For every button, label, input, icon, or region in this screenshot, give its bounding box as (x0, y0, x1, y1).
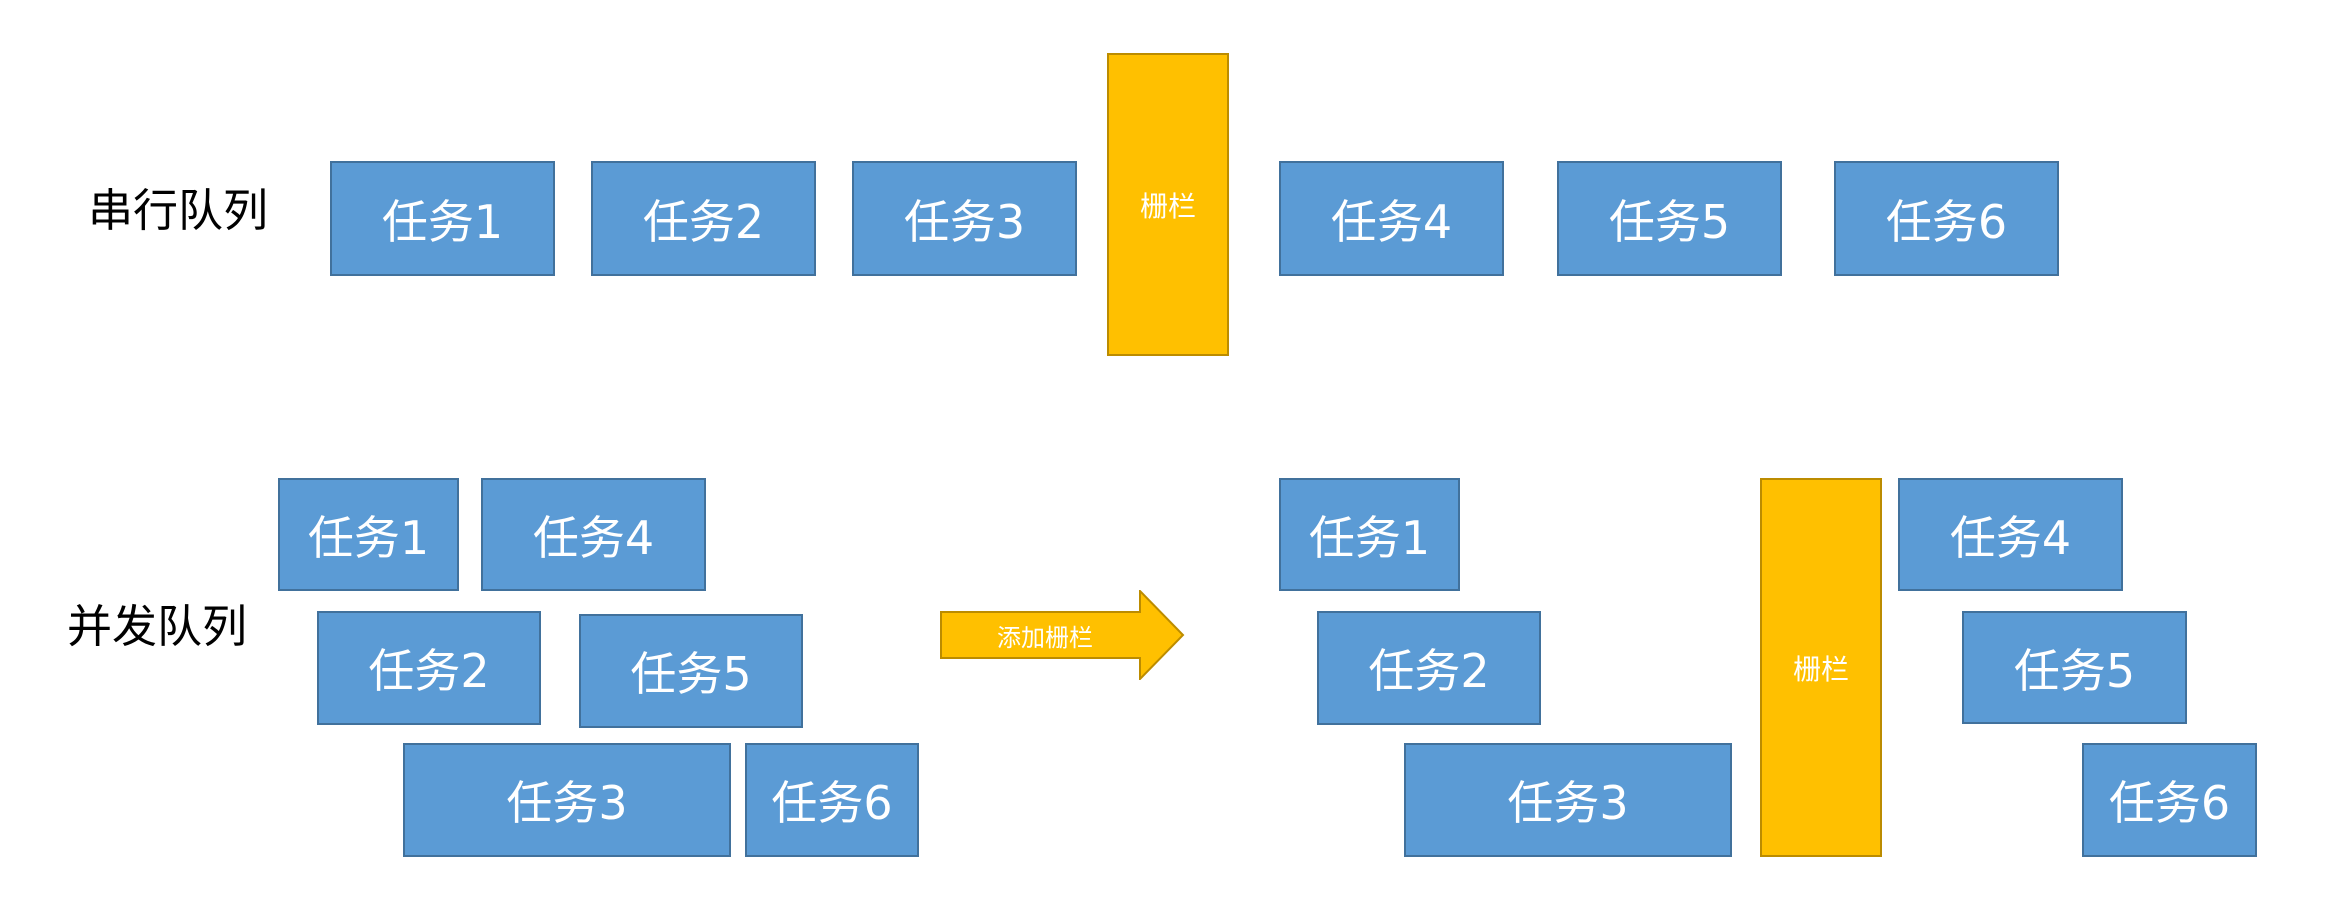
concurrent-queue-label: 并发队列 (67, 600, 248, 653)
serial-task-6: 任务6 (1834, 161, 2059, 276)
concurrent-barrier: 栅栏 (1760, 478, 1882, 857)
right-arrow-icon (940, 590, 1185, 680)
concurrent-left-task-6: 任务6 (745, 743, 919, 857)
serial-task-5: 任务5 (1557, 161, 1782, 276)
concurrent-left-task-1: 任务1 (278, 478, 459, 591)
concurrent-right-task-3: 任务3 (1404, 743, 1732, 857)
concurrent-left-task-2: 任务2 (317, 611, 541, 725)
serial-task-4: 任务4 (1279, 161, 1504, 276)
concurrent-right-task-2: 任务2 (1317, 611, 1541, 725)
concurrent-right-task-1: 任务1 (1279, 478, 1460, 591)
concurrent-right-task-5: 任务5 (1962, 611, 2187, 724)
concurrent-right-task-6: 任务6 (2082, 743, 2257, 857)
serial-task-1: 任务1 (330, 161, 555, 276)
concurrent-right-task-4: 任务4 (1898, 478, 2123, 591)
concurrent-left-task-4: 任务4 (481, 478, 706, 591)
add-barrier-arrow: 添加栅栏 (940, 590, 1185, 680)
serial-queue-label: 串行队列 (88, 184, 269, 237)
concurrent-left-task-5: 任务5 (579, 614, 803, 728)
serial-task-2: 任务2 (591, 161, 816, 276)
add-barrier-label: 添加栅栏 (997, 623, 1093, 652)
concurrent-left-task-3: 任务3 (403, 743, 731, 857)
serial-task-3: 任务3 (852, 161, 1077, 276)
serial-barrier: 栅栏 (1107, 53, 1229, 356)
